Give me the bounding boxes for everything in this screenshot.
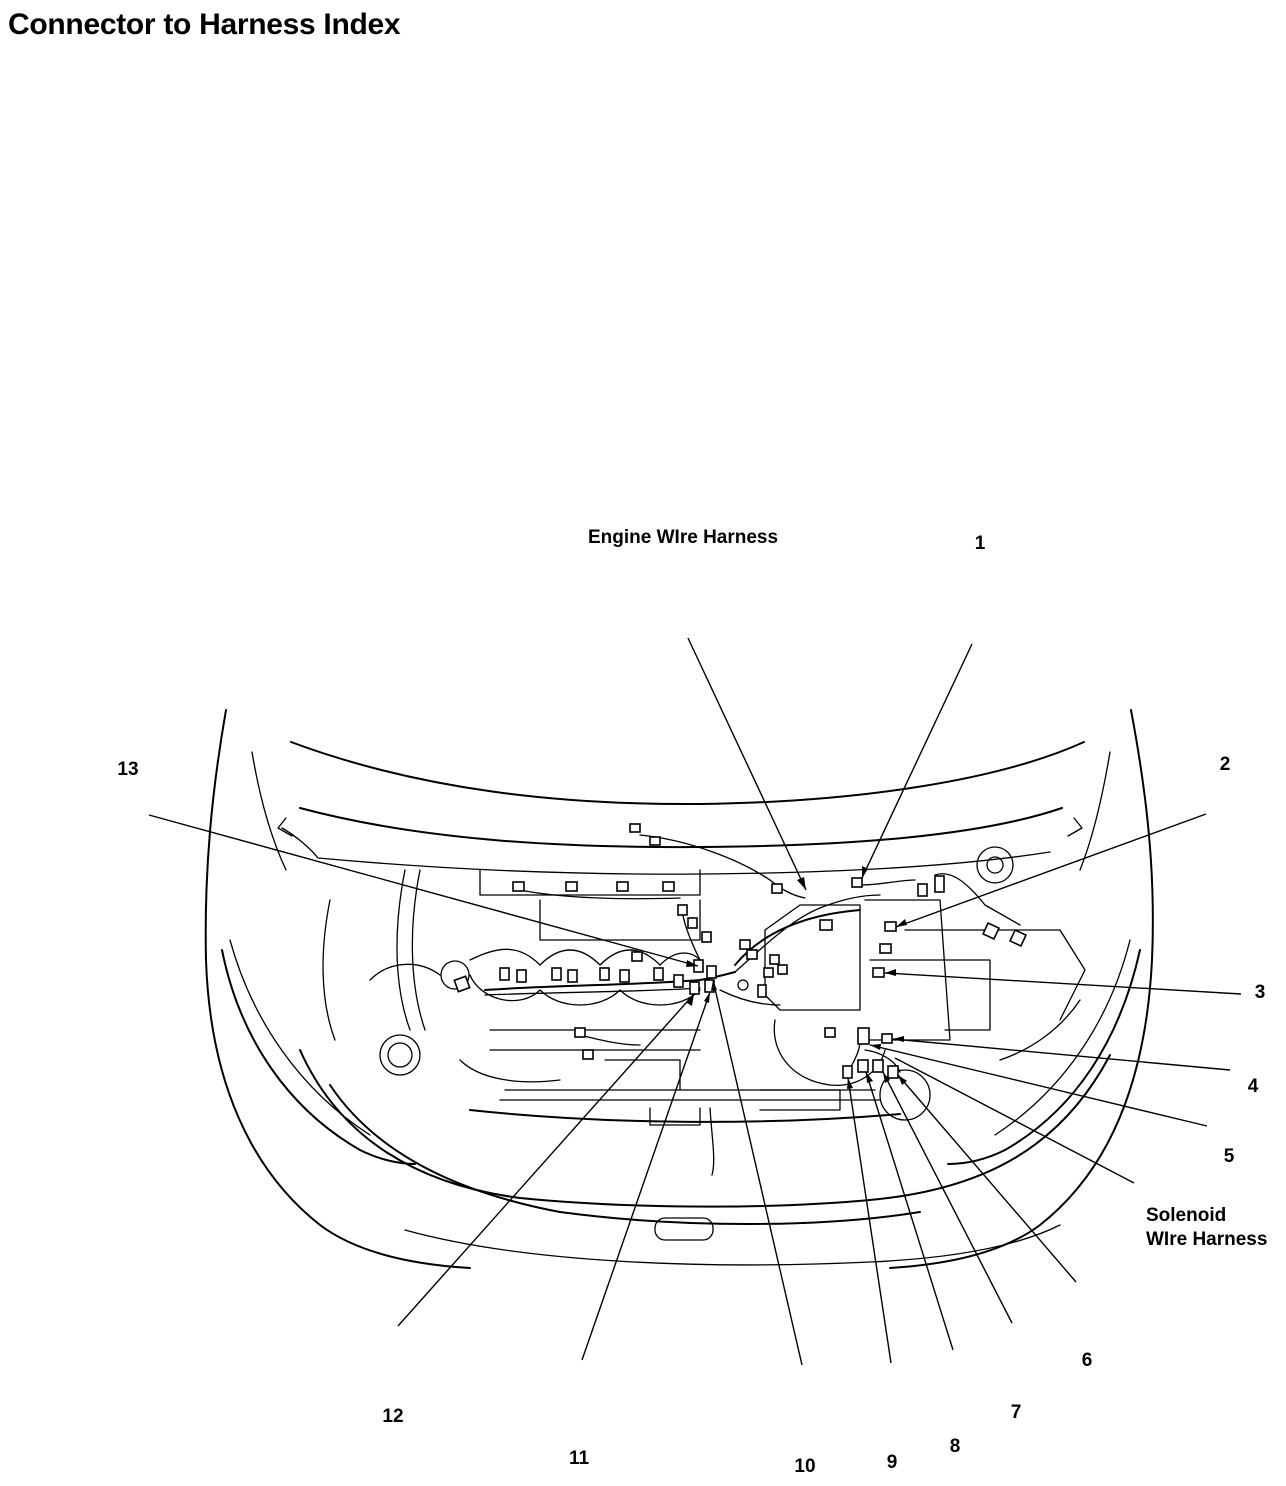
- connector: [857, 1027, 870, 1045]
- connector: [917, 883, 928, 897]
- page-title: Connector to Harness Index: [8, 8, 401, 41]
- leader-5: [869, 1044, 1208, 1127]
- leader-8: [865, 1071, 954, 1351]
- connector: [701, 931, 712, 943]
- leader-6: [897, 1074, 1077, 1283]
- callout-13: 13: [117, 759, 139, 780]
- connector: [687, 917, 698, 929]
- connector: [872, 967, 885, 978]
- connector: [771, 883, 783, 894]
- callout-9: 9: [886, 1452, 898, 1473]
- connector: [516, 969, 527, 983]
- connector: [619, 969, 630, 983]
- connector: [884, 921, 897, 932]
- connector: [757, 984, 767, 998]
- connector: [981, 921, 1001, 941]
- callout-12: 12: [382, 1406, 404, 1427]
- connector: [857, 1059, 869, 1073]
- callout-11: 11: [568, 1448, 590, 1469]
- connector: [551, 967, 562, 981]
- connector: [1008, 928, 1028, 948]
- leader-1: [861, 643, 973, 879]
- leader-3: [884, 972, 1242, 995]
- connector: [763, 967, 774, 978]
- callout-4: 4: [1247, 1076, 1259, 1097]
- leader-lines: [148, 637, 1242, 1366]
- connector: [677, 904, 688, 916]
- leader-9: [847, 1077, 892, 1364]
- leader-engine-harness: [687, 637, 807, 891]
- connector: [629, 823, 641, 833]
- callout-2: 2: [1219, 754, 1231, 775]
- vehicle-body-outline: [204, 709, 1154, 1269]
- engine-wire-harness-label: Engine WIre Harness: [588, 527, 779, 548]
- connector: [649, 836, 661, 846]
- connector: [881, 1033, 893, 1044]
- connector: [453, 975, 471, 993]
- leader-solenoid-harness: [894, 1057, 1135, 1184]
- connector: [769, 954, 780, 965]
- solenoid-label-line2: WIre Harness: [1146, 1229, 1268, 1250]
- connector: [512, 881, 525, 892]
- leader-4: [892, 1038, 1231, 1071]
- leader-2: [895, 813, 1207, 928]
- connector: [777, 964, 788, 975]
- connector: [673, 974, 684, 988]
- connector: [819, 919, 833, 931]
- callout-10: 10: [794, 1456, 816, 1477]
- connector: [851, 877, 863, 888]
- leader-11: [581, 991, 711, 1361]
- connector: [824, 1027, 836, 1038]
- arrowheads: [686, 866, 907, 1089]
- connector: [934, 875, 945, 893]
- connector: [872, 1059, 884, 1073]
- solenoid-wire-harness-label: Solenoid WIre Harness: [1146, 1204, 1267, 1252]
- callout-5: 5: [1223, 1146, 1235, 1167]
- leader-10: [712, 979, 803, 1366]
- connector: [746, 949, 758, 960]
- connector: [887, 1065, 899, 1079]
- solenoid-label-line1: Solenoid: [1146, 1205, 1227, 1226]
- callout-3: 3: [1254, 982, 1266, 1003]
- connector: [689, 981, 700, 995]
- connector: [739, 939, 751, 950]
- connector: [582, 1049, 594, 1060]
- connector: [653, 967, 664, 981]
- leader-7: [882, 1071, 1013, 1324]
- connector: [706, 965, 717, 979]
- leader-13: [148, 814, 699, 967]
- engine-block: [322, 846, 1086, 1121]
- connector: [879, 943, 892, 954]
- connector: [662, 881, 675, 892]
- connector: [567, 969, 578, 983]
- connector: [842, 1065, 853, 1079]
- connector: [599, 967, 610, 981]
- connector: [574, 1027, 586, 1038]
- callout-1: 1: [974, 533, 986, 554]
- callout-7: 7: [1010, 1402, 1022, 1423]
- connector: [616, 881, 629, 892]
- connector: [499, 967, 510, 981]
- callout-8: 8: [949, 1436, 961, 1457]
- leader-12: [397, 993, 695, 1327]
- callout-6: 6: [1081, 1350, 1093, 1371]
- connector: [565, 881, 578, 892]
- connector: [631, 951, 643, 962]
